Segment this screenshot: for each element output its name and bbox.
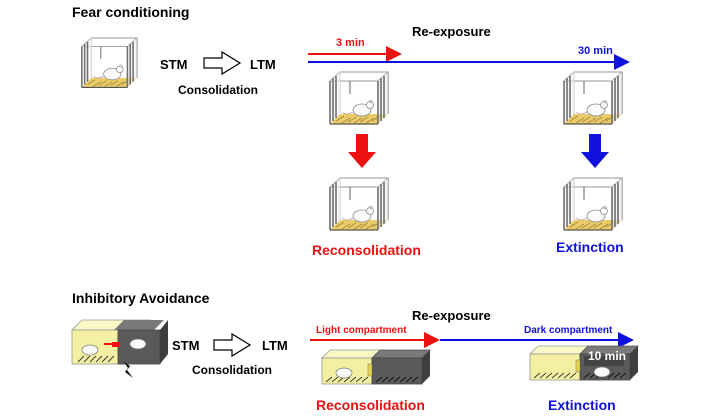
avoidance-stm-label: STM bbox=[172, 338, 199, 353]
red-down-arrow-icon bbox=[348, 134, 376, 168]
fear-reexposure-label: Re-exposure bbox=[412, 24, 491, 39]
avoidance-light-label: Light compartment bbox=[316, 325, 407, 336]
fear-outcome-extinction: Extinction bbox=[556, 239, 624, 255]
avoidance-outcome-reconsolidation: Reconsolidation bbox=[316, 397, 425, 413]
fear-stm-label: STM bbox=[160, 57, 187, 72]
fear-time-long: 30 min bbox=[578, 45, 613, 57]
fear-outcome-reconsolidation: Reconsolidation bbox=[312, 242, 421, 258]
training-cage-icon bbox=[81, 37, 138, 89]
fear-title: Fear conditioning bbox=[72, 4, 189, 20]
reexposure-cage-short-icon bbox=[329, 71, 389, 125]
reconsolidation-cage-icon bbox=[329, 177, 389, 231]
fear-consolidation-label: Consolidation bbox=[178, 83, 258, 97]
hollow-arrow-icon bbox=[213, 332, 252, 358]
training-avoidance-box-icon bbox=[71, 319, 168, 378]
dark-compartment-box-icon bbox=[529, 345, 639, 381]
avoidance-dark-label: Dark compartment bbox=[524, 325, 613, 336]
reexposure-cage-long-icon bbox=[563, 71, 623, 125]
extinction-cage-icon bbox=[563, 177, 623, 231]
blue-down-arrow-icon bbox=[581, 134, 609, 168]
avoidance-title: Inhibitory Avoidance bbox=[72, 290, 210, 306]
hollow-arrow-icon bbox=[203, 50, 242, 76]
avoidance-time-box: 10 min bbox=[588, 349, 626, 363]
avoidance-consolidation-label: Consolidation bbox=[192, 363, 272, 377]
avoidance-ltm-label: LTM bbox=[262, 338, 288, 353]
avoidance-outcome-extinction: Extinction bbox=[548, 397, 616, 413]
fear-ltm-label: LTM bbox=[250, 57, 276, 72]
light-compartment-box-icon bbox=[321, 349, 431, 385]
avoidance-reexposure-label: Re-exposure bbox=[412, 308, 491, 323]
fear-time-short: 3 min bbox=[336, 37, 365, 49]
